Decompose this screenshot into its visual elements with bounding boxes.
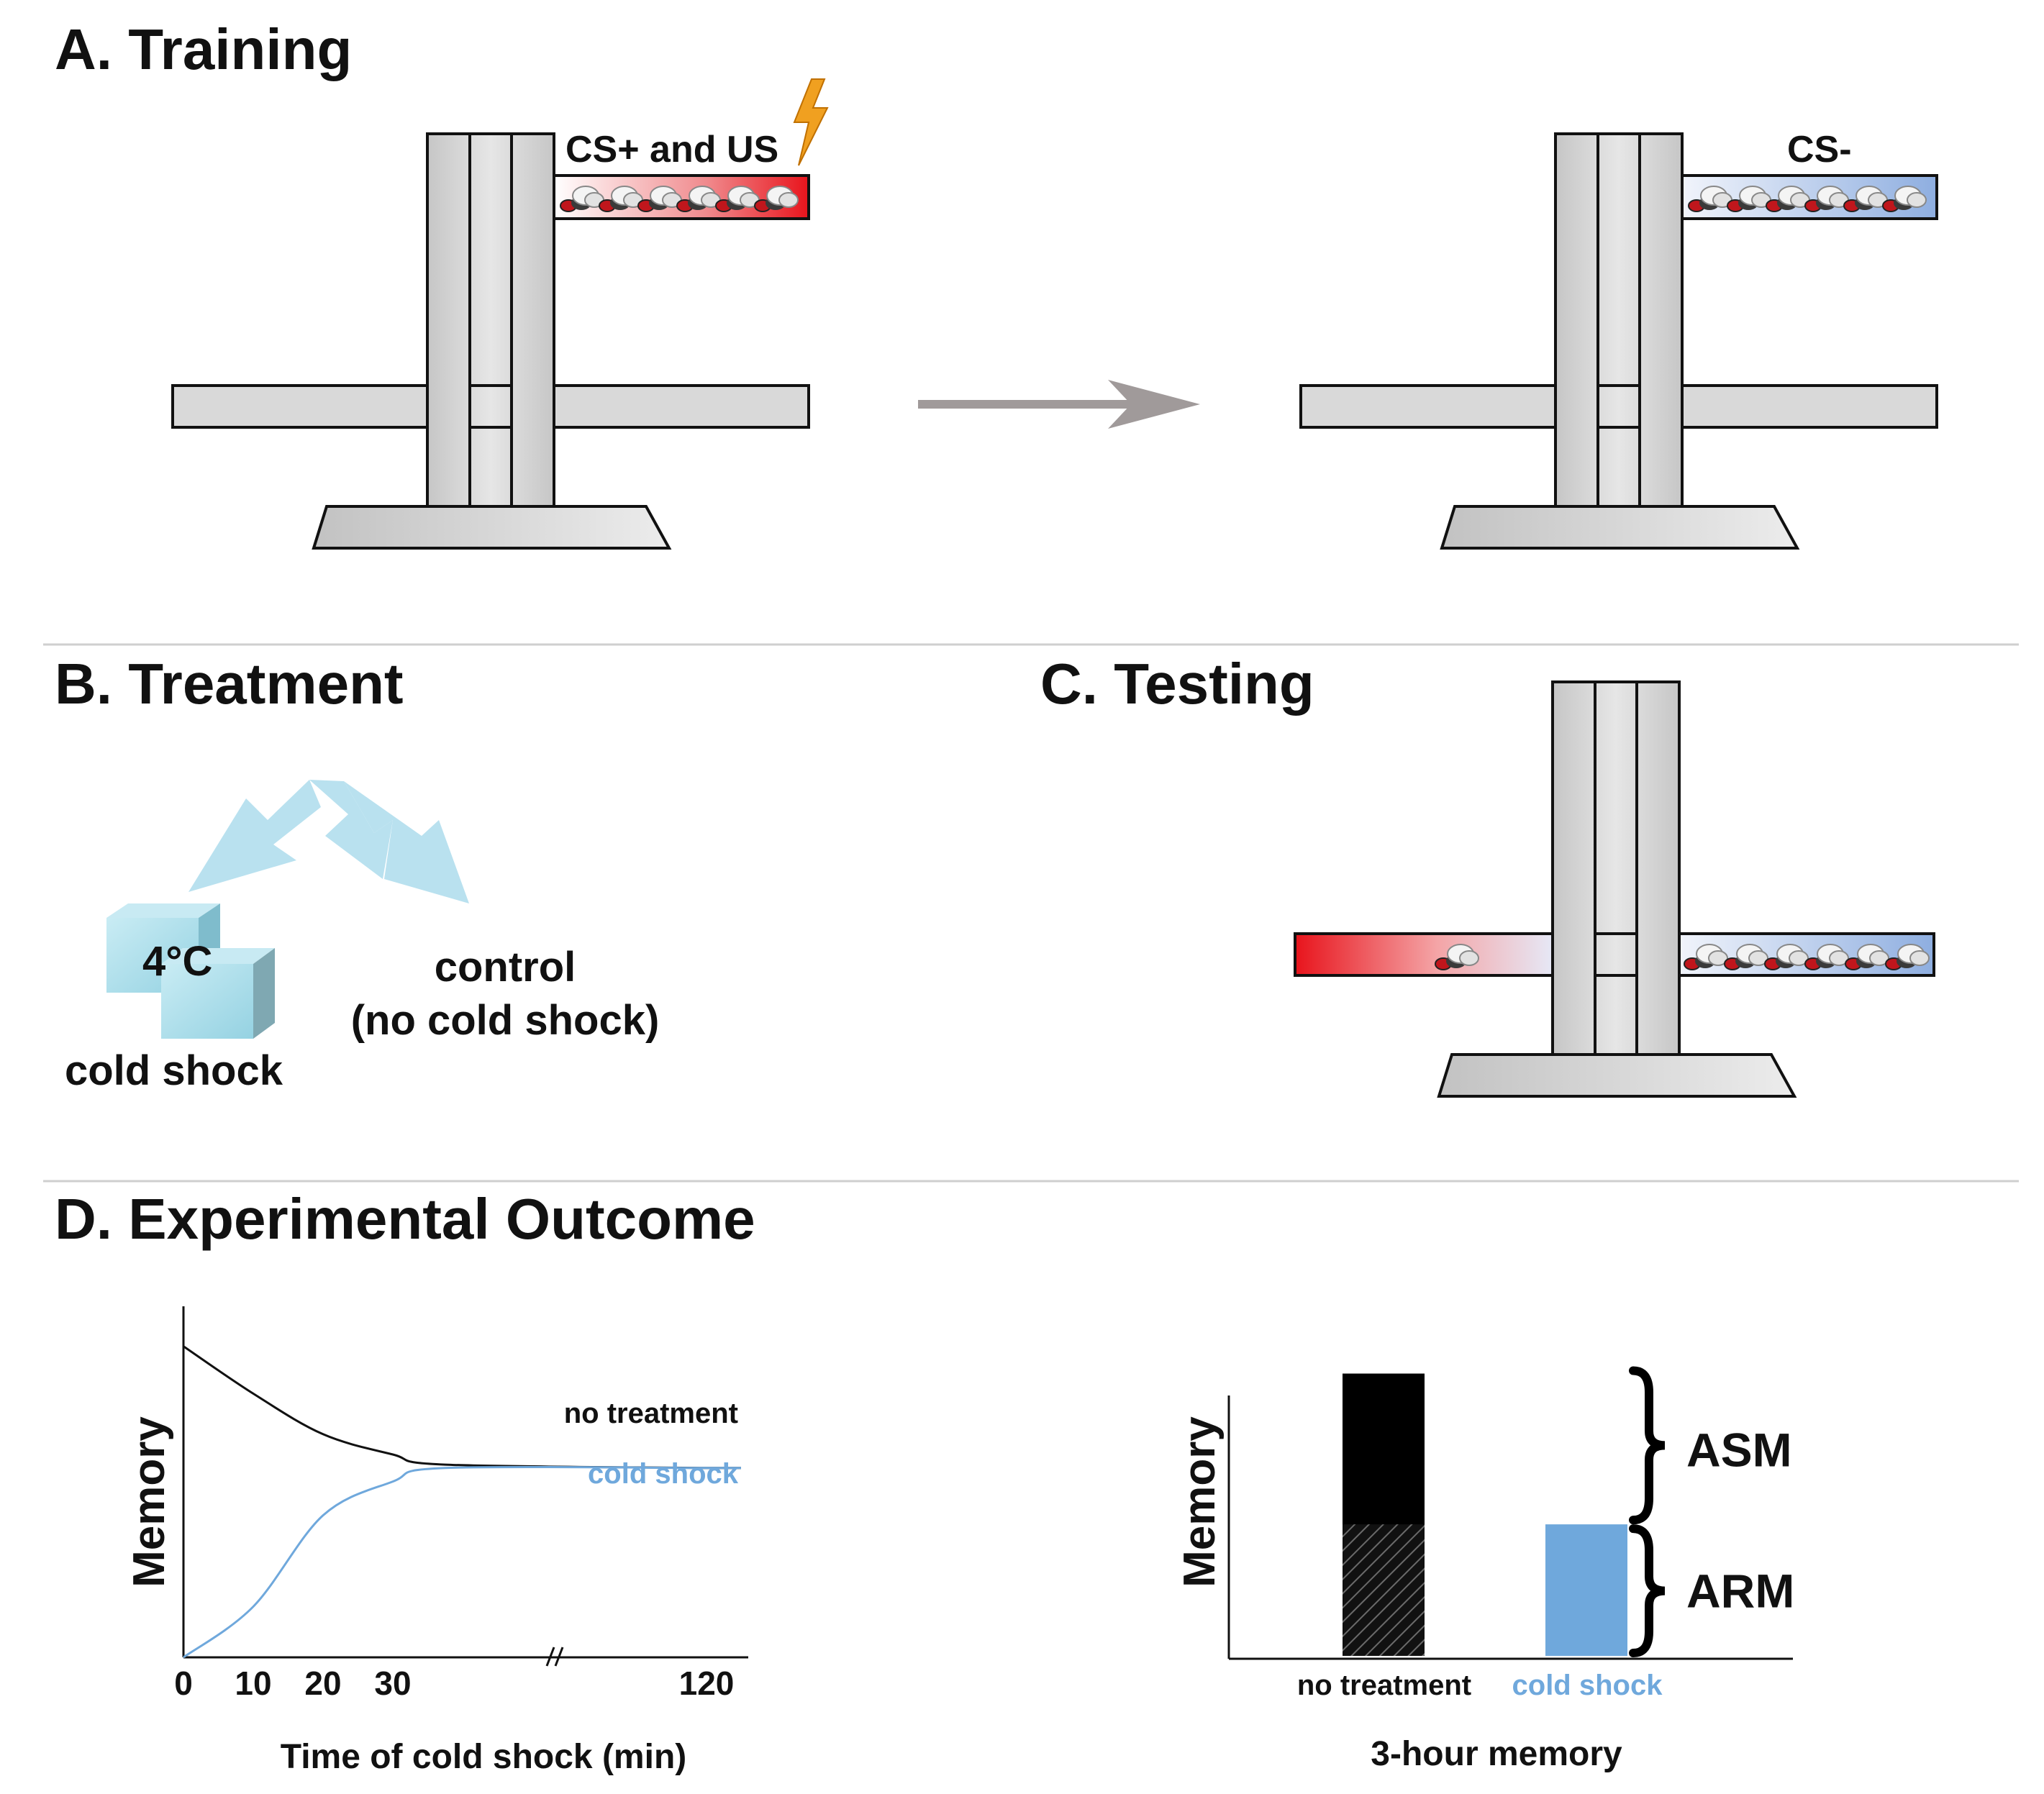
y-axis-label: Memory xyxy=(124,1416,174,1588)
lightning-bolt-icon xyxy=(793,78,829,166)
t-maze-training-1: CS+ and US xyxy=(171,78,829,550)
panel-c-title: C. Testing xyxy=(1040,652,1314,716)
x-tick-label: 30 xyxy=(374,1665,411,1702)
x-tick-label: 120 xyxy=(679,1665,735,1702)
cs-plus-tube xyxy=(1294,932,1554,977)
brace-icon xyxy=(1629,1366,1666,1525)
arrow-right-icon xyxy=(918,380,1200,429)
x-tick-label: 10 xyxy=(235,1665,271,1702)
cs-plus-label: CS+ and US xyxy=(565,129,778,170)
line-chart: no treatment cold shock 0 10 20 30 120 T… xyxy=(124,1306,748,1776)
bar-chart: no treatment cold shock 3-hour memory Me… xyxy=(1175,1366,1794,1773)
bar-no-treatment-arm-portion xyxy=(1343,1524,1425,1656)
cube-temperature-label: 4°C xyxy=(142,938,212,985)
t-maze-training-2: CS- xyxy=(1299,129,1938,550)
bar-cold-shock xyxy=(1545,1524,1627,1656)
brace-icon xyxy=(1629,1524,1666,1657)
arm-label: ARM xyxy=(1686,1565,1794,1618)
cs-minus-label: CS- xyxy=(1787,129,1852,170)
category-label-cold-shock: cold shock xyxy=(1512,1670,1663,1701)
axis-break-icon xyxy=(545,1647,564,1667)
series-line-cold-shock xyxy=(183,1465,741,1659)
x-axis-label: 3-hour memory xyxy=(1371,1735,1622,1773)
panel-d-title: D. Experimental Outcome xyxy=(55,1187,755,1251)
split-arrows xyxy=(188,780,469,903)
asm-label: ASM xyxy=(1686,1423,1792,1476)
panel-b-title: B. Treatment xyxy=(55,652,404,716)
x-tick-label: 0 xyxy=(174,1665,193,1702)
series-label-no-treatment: no treatment xyxy=(564,1398,738,1429)
x-axis-label: Time of cold shock (min) xyxy=(281,1738,687,1776)
t-maze-testing xyxy=(1294,680,1935,1098)
category-label-no-treatment: no treatment xyxy=(1297,1670,1471,1701)
cold-shock-label: cold shock xyxy=(65,1047,283,1094)
y-axis-label: Memory xyxy=(1175,1416,1225,1588)
x-tick-label: 20 xyxy=(304,1665,341,1702)
panel-a-title: A. Training xyxy=(55,17,352,81)
ice-cube-icon xyxy=(106,903,275,1039)
control-sub-label: (no cold shock) xyxy=(351,997,660,1044)
control-label: control xyxy=(435,944,576,991)
series-label-cold-shock: cold shock xyxy=(588,1458,739,1490)
